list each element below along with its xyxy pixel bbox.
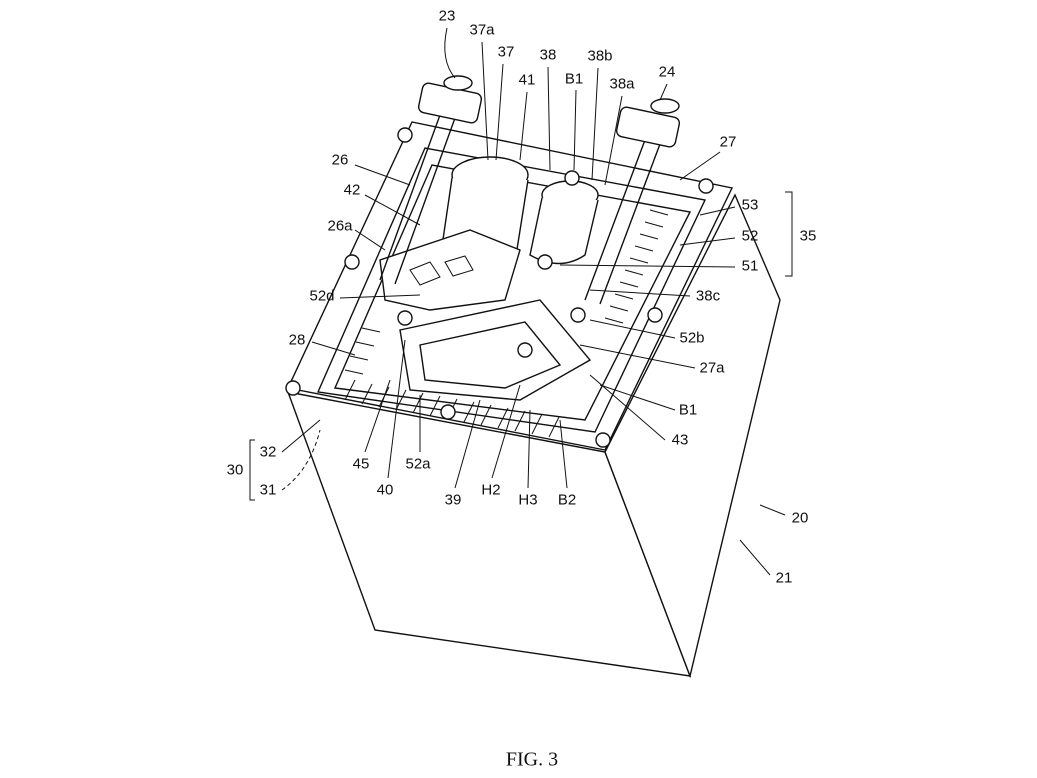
bolts <box>285 127 714 448</box>
ref-label: 37a <box>469 21 495 39</box>
ref-label: 52a <box>405 455 431 473</box>
ref-label: B1 <box>678 401 698 419</box>
ref-label: 40 <box>376 481 394 499</box>
ref-label: 26a <box>327 217 353 235</box>
ref-label: 23 <box>438 7 456 25</box>
ref-label: 24 <box>658 63 676 81</box>
ref-label: 52d <box>309 287 335 305</box>
ref-label: 30 <box>226 461 244 479</box>
ref-label: 43 <box>671 431 689 449</box>
ref-label: 51 <box>741 257 759 275</box>
connectors <box>417 75 681 148</box>
ref-label: B2 <box>557 491 577 509</box>
ref-label: 21 <box>775 569 793 587</box>
ref-label: 42 <box>343 181 361 199</box>
ref-label: 31 <box>259 481 277 499</box>
ref-label: H2 <box>481 481 501 499</box>
figure-caption: FIG. 3 <box>505 748 559 771</box>
ref-label: B1 <box>564 70 584 88</box>
ref-label: 38a <box>609 75 635 93</box>
ref-label: 20 <box>791 509 809 527</box>
ref-label: 32 <box>259 443 277 461</box>
ref-label: 38b <box>587 47 613 65</box>
ref-label: 27a <box>699 359 725 377</box>
lid-inner-rim <box>333 164 692 421</box>
plate <box>399 299 592 401</box>
ref-label: 35 <box>799 227 817 245</box>
ref-label: 37 <box>497 43 515 61</box>
leader-lines <box>249 27 793 576</box>
ref-label: 27 <box>719 133 737 151</box>
ref-label: 28 <box>288 331 306 349</box>
rods <box>379 114 661 305</box>
ref-label: 53 <box>741 196 759 214</box>
ref-label: 45 <box>352 455 370 473</box>
ref-label: 38c <box>695 287 721 305</box>
ref-label: 52b <box>679 329 705 347</box>
case-right-face <box>604 193 781 679</box>
ref-label: 52 <box>741 227 759 245</box>
ref-label: H3 <box>518 491 538 509</box>
ref-label: 26 <box>331 151 349 169</box>
ref-label: 38 <box>539 46 557 64</box>
ref-label: 39 <box>444 491 462 509</box>
ref-label: 41 <box>518 71 536 89</box>
